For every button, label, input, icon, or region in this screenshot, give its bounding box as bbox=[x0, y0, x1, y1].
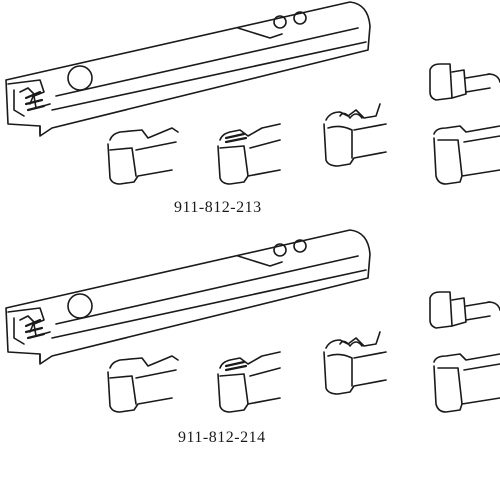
product-group-2-illustration bbox=[4, 228, 500, 414]
adapter-clip-1d bbox=[429, 63, 500, 185]
adapter-clip-2c bbox=[323, 331, 387, 395]
part-number-label-2: 911-812-214 bbox=[178, 429, 266, 446]
adapter-clip-1b bbox=[216, 122, 282, 186]
part-number-label-1: 911-812-213 bbox=[174, 199, 262, 216]
adapter-clip-2a bbox=[107, 355, 179, 413]
product-group-1-illustration bbox=[4, 0, 500, 186]
adapter-clip-2b bbox=[216, 350, 282, 414]
adapter-arm-1 bbox=[4, 0, 372, 138]
adapter-clip-1c bbox=[323, 103, 387, 167]
adapter-clip-2d bbox=[429, 291, 500, 413]
adapter-clip-1a bbox=[107, 127, 179, 185]
adapter-arm-2 bbox=[4, 228, 372, 366]
